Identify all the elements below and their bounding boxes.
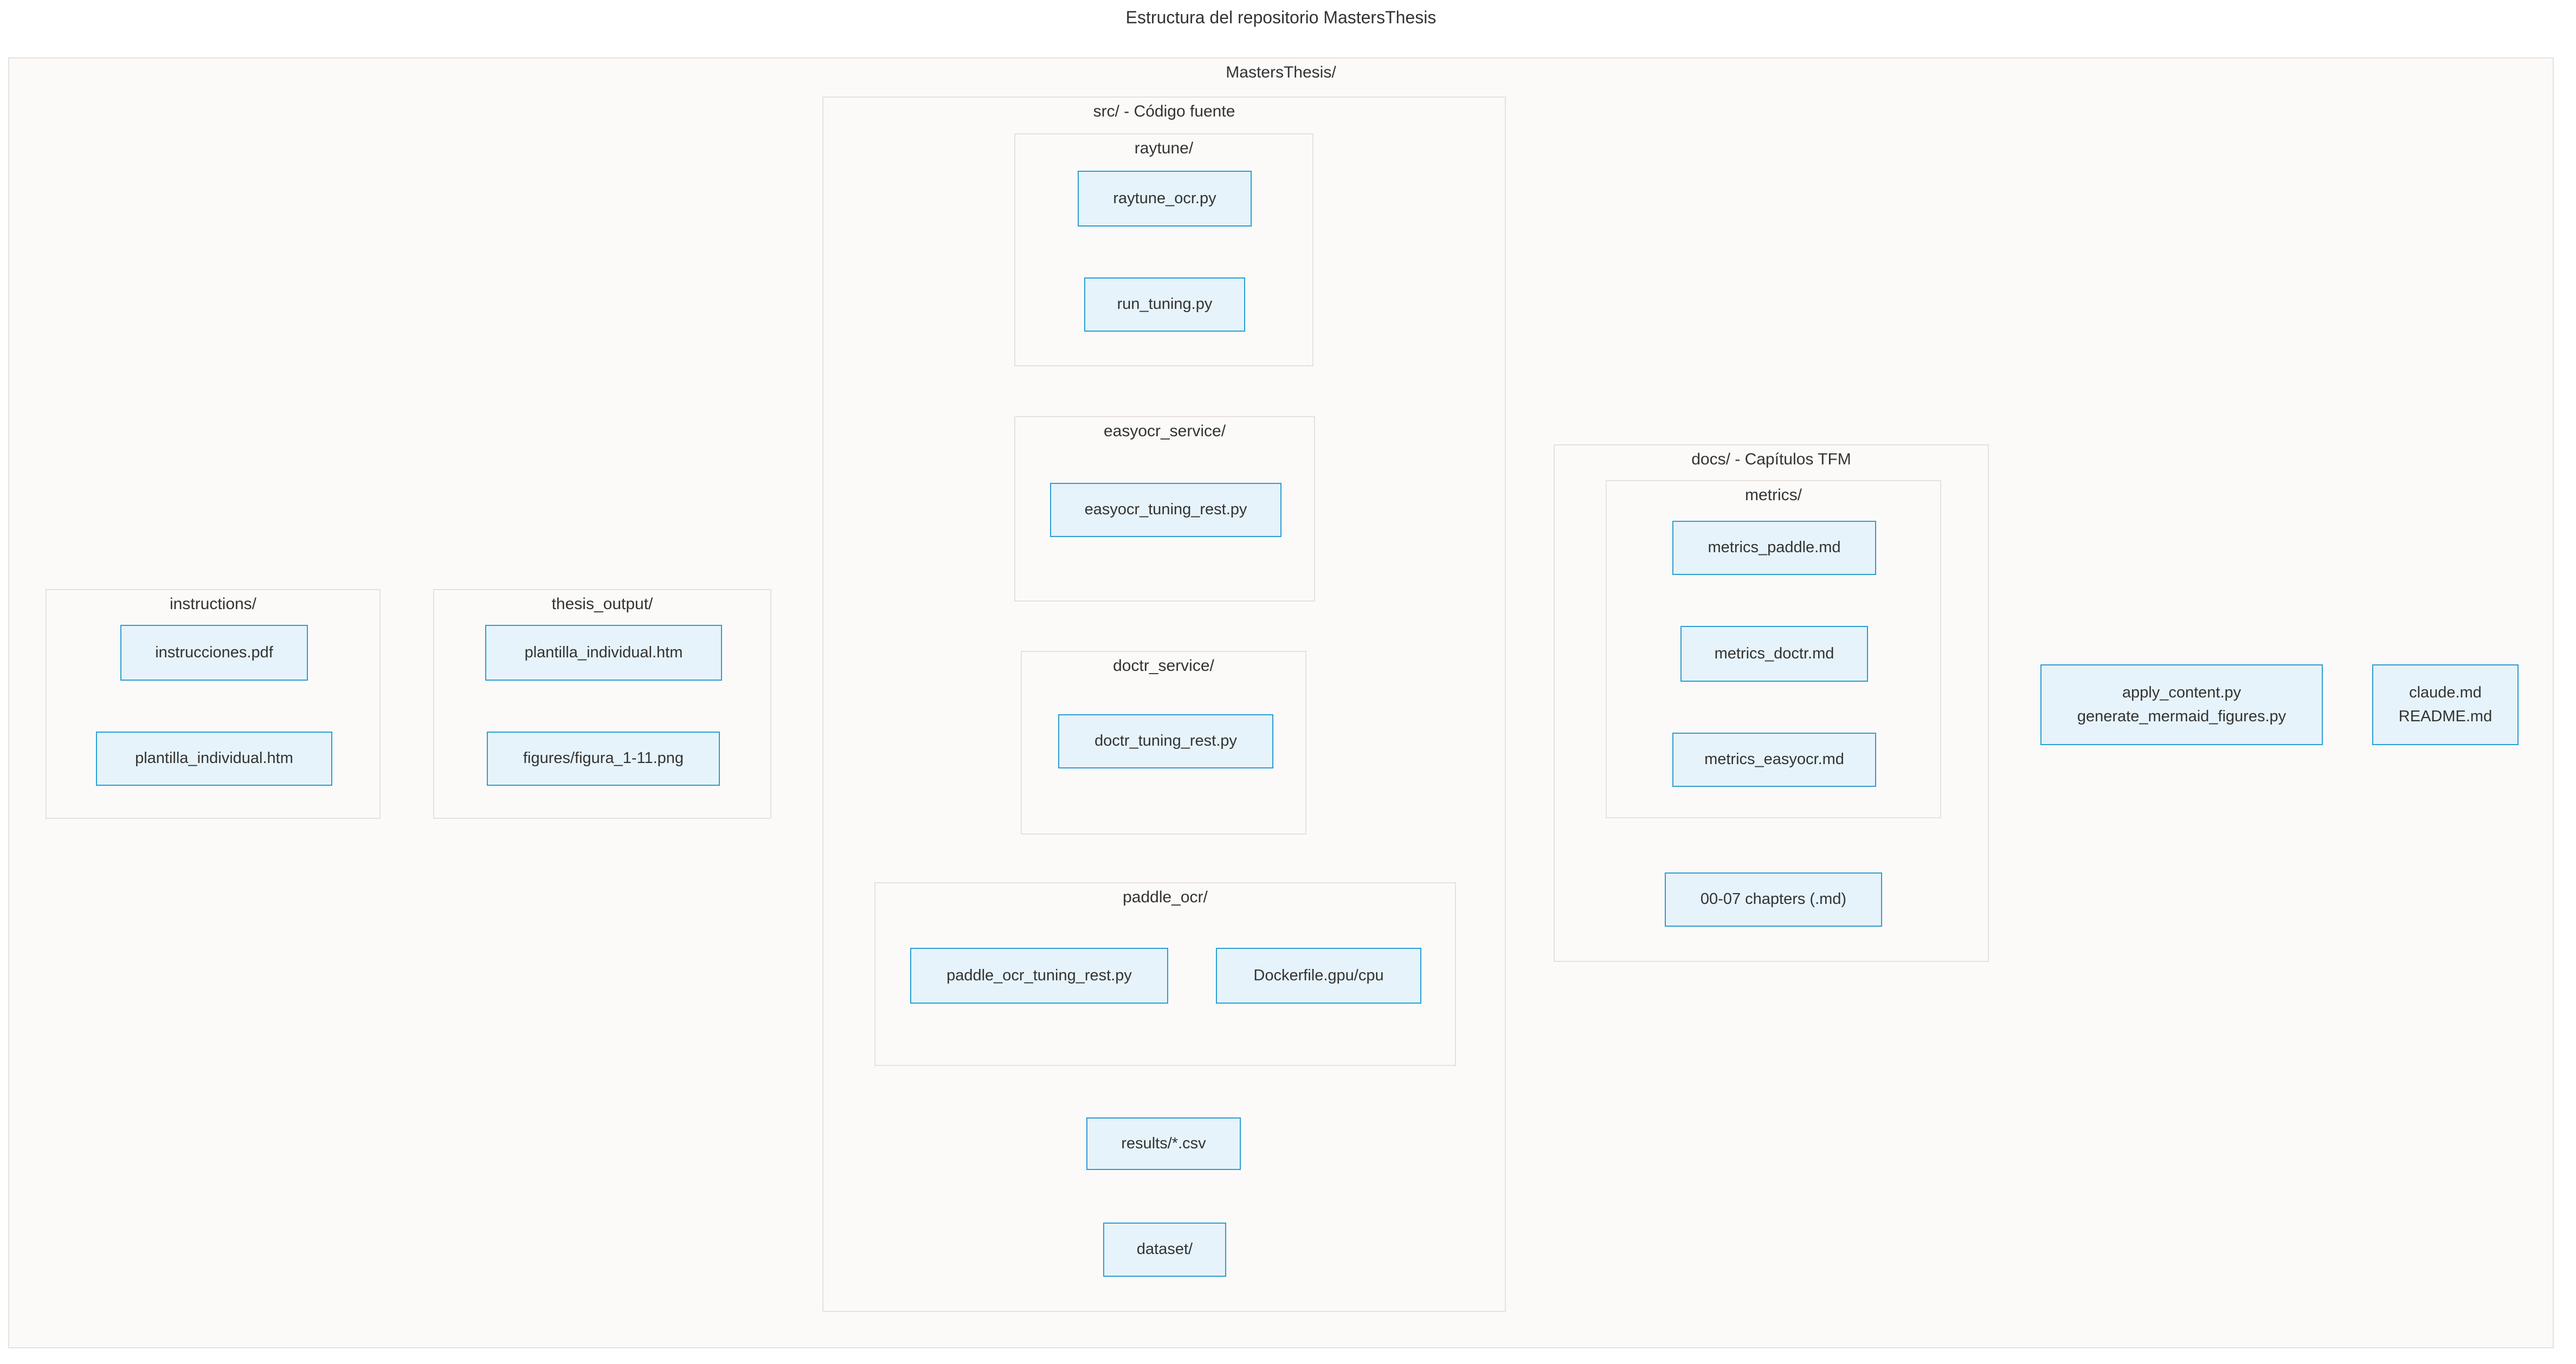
subgraph-metrics-label: metrics/ [1745,486,1802,504]
subgraph-paddle-ocr: paddle_ocr/ paddle_ocr_tuning_rest.py Do… [874,882,1456,1066]
node-metrics-paddle-md: metrics_paddle.md [1672,521,1876,575]
subgraph-thesis-output: thesis_output/ plantilla_individual.htm … [433,589,771,819]
subgraph-mastersthesis-label: MastersThesis/ [1226,63,1336,81]
node-paddle-ocr-tuning-rest-py: paddle_ocr_tuning_rest.py [910,948,1168,1004]
subgraph-instructions: instructions/ instrucciones.pdf plantill… [46,589,381,819]
node-figures-figura-1-11-png: figures/figura_1-11.png [487,732,720,786]
node-results-csv: results/*.csv [1086,1117,1241,1170]
subgraph-docs: docs/ - Capítulos TFM metrics/ metrics_p… [1554,444,1989,962]
node-run-tuning-py: run_tuning.py [1084,277,1245,332]
subgraph-docs-label: docs/ - Capítulos TFM [1691,450,1851,468]
subgraph-raytune: raytune/ raytune_ocr.py run_tuning.py [1014,133,1313,366]
node-easyocr-tuning-rest-py: easyocr_tuning_rest.py [1050,483,1281,537]
subgraph-raytune-label: raytune/ [1134,139,1194,157]
subgraph-mastersthesis: MastersThesis/ src/ - Código fuente rayt… [8,57,2554,1348]
node-root-meta-line-1: claude.md [2409,684,2482,701]
node-root-scripts: apply_content.py generate_mermaid_figure… [2040,664,2323,745]
subgraph-src-label: src/ - Código fuente [1093,102,1235,120]
subgraph-metrics: metrics/ metrics_paddle.md metrics_doctr… [1606,480,1941,818]
subgraph-src: src/ - Código fuente raytune/ raytune_oc… [822,96,1506,1312]
subgraph-instructions-label: instructions/ [169,595,257,613]
subgraph-easyocr-service-label: easyocr_service/ [1103,422,1226,440]
node-metrics-doctr-md: metrics_doctr.md [1680,626,1868,682]
node-plantilla-individual-htm-instructions: plantilla_individual.htm [96,732,332,786]
node-instrucciones-pdf: instrucciones.pdf [120,625,308,681]
subgraph-doctr-service-label: doctr_service/ [1113,657,1214,675]
node-root-meta-line-2: README.md [2398,707,2493,725]
subgraph-thesis-output-label: thesis_output/ [551,595,653,613]
node-chapters-md: 00-07 chapters (.md) [1665,872,1882,927]
node-root-scripts-line-1: apply_content.py [2122,684,2242,701]
node-dataset: dataset/ [1103,1223,1226,1277]
subgraph-doctr-service: doctr_service/ doctr_tuning_rest.py [1021,651,1306,835]
node-metrics-easyocr-md: metrics_easyocr.md [1672,733,1876,787]
subgraph-paddle-ocr-label: paddle_ocr/ [1123,888,1208,906]
node-plantilla-individual-htm-thesis: plantilla_individual.htm [485,625,722,681]
node-dockerfile-gpu-cpu: Dockerfile.gpu/cpu [1216,948,1421,1004]
diagram-title: Estructura del repositorio MastersThesis [1125,8,1437,27]
node-root-scripts-line-2: generate_mermaid_figures.py [2077,707,2287,725]
subgraph-easyocr-service: easyocr_service/ easyocr_tuning_rest.py [1014,416,1315,602]
node-root-meta: claude.md README.md [2372,664,2519,745]
node-doctr-tuning-rest-py: doctr_tuning_rest.py [1058,714,1273,768]
node-raytune-ocr-py: raytune_ocr.py [1078,171,1252,227]
